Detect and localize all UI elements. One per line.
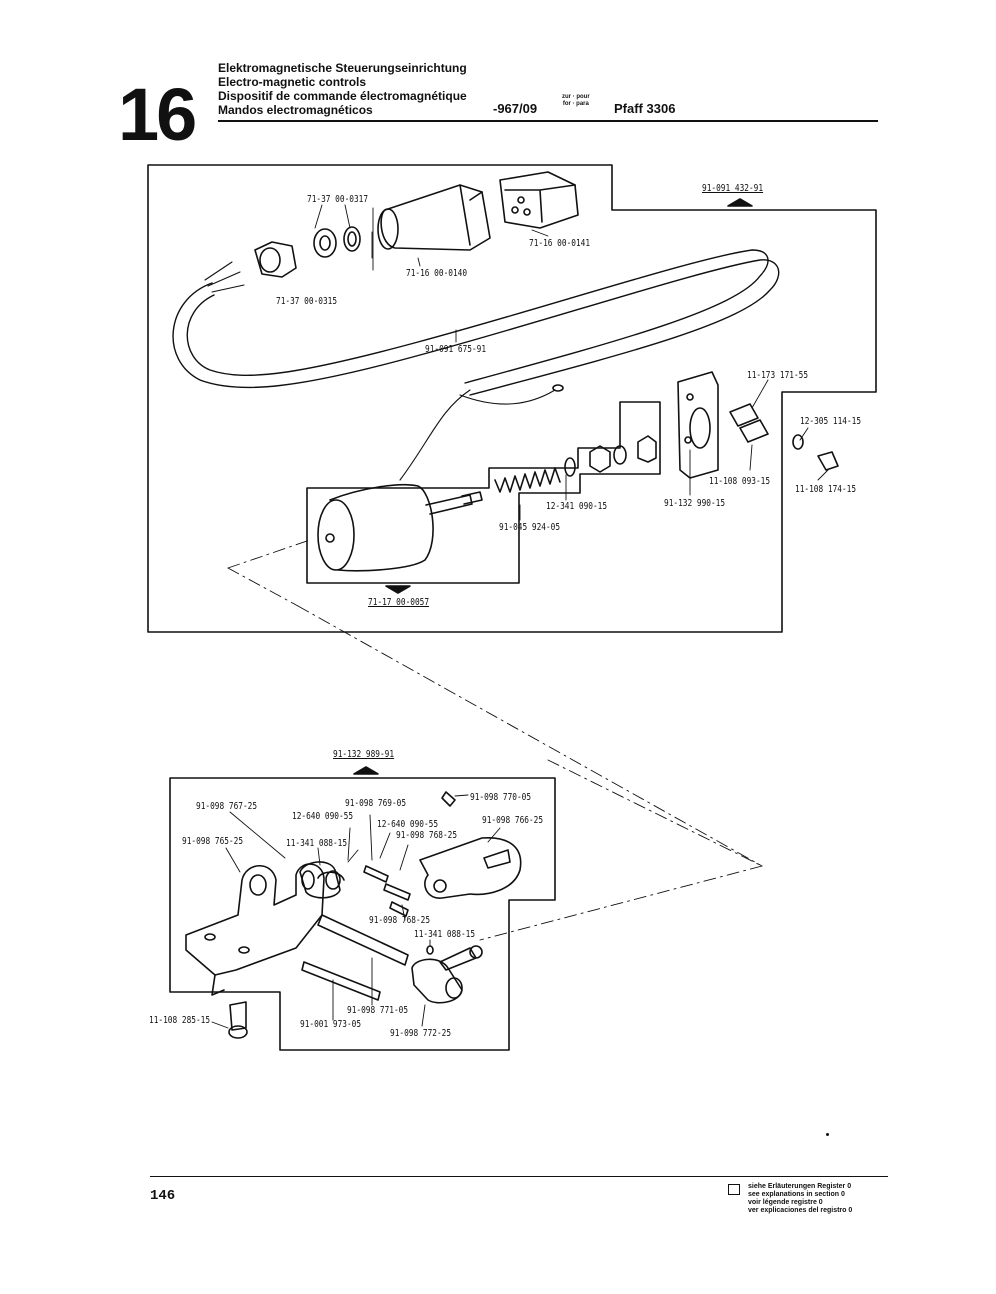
small-screw [441, 791, 456, 807]
machine-name: Pfaff 3306 [614, 101, 676, 116]
grommet [313, 228, 337, 258]
part-washer: 12-305 114-15 [800, 416, 862, 427]
solenoid-lead [399, 389, 471, 481]
part-spring: 91-045 924-05 [499, 522, 561, 533]
title-german: Elektromagnetische Steuerungseinrichtung [218, 61, 467, 75]
marker-solenoid [385, 585, 411, 594]
part-cable-nut: 71-37 00-0315 [276, 296, 338, 307]
legend-french: voir légende registre 0 [748, 1199, 823, 1206]
zur-pour-label: zur · pour for · para [562, 94, 590, 108]
part-lower-2: 91-098 769-05 [345, 798, 407, 809]
cable-wires [204, 261, 245, 293]
model-code: -967/09 [493, 101, 538, 116]
lever-plate [419, 837, 522, 899]
part-plate-screw: 11-108 093-15 [709, 476, 771, 487]
part-plug-housing: 71-16 00-0140 [406, 268, 468, 279]
part-grommet: 71-37 00-0317 [307, 194, 369, 205]
marker-lower-ref [353, 766, 379, 775]
page-number: 146 [150, 1188, 176, 1204]
plug-housing [380, 184, 491, 251]
dash-line-a [227, 539, 311, 569]
legend-spanish: ver explicaciones del registro 0 [748, 1207, 853, 1214]
cable-inner [186, 249, 769, 384]
screw-1 [729, 403, 759, 427]
bushing-2 [317, 871, 345, 881]
part-nut: 12-341 090-15 [546, 501, 608, 512]
part-mounting-plate: 91-132 990-15 [664, 498, 726, 509]
screw-3 [817, 451, 839, 471]
mounting-plate [677, 371, 719, 479]
lower-frame [169, 777, 556, 1051]
part-lower-11: 11-341 088-15 [414, 929, 476, 940]
spring [494, 467, 561, 493]
cable-nut [254, 241, 297, 278]
screw-lower [229, 1001, 247, 1031]
part-lower-12: 11-108 285-15 [149, 1015, 211, 1026]
screw-2 [739, 419, 769, 443]
legend-english: see explanations in section 0 [748, 1191, 845, 1198]
connector [499, 171, 579, 229]
plunger-thread [461, 491, 483, 505]
bracket [185, 863, 325, 976]
ground-eyelet [552, 384, 564, 392]
part-lower-13: 91-098 771-05 [347, 1005, 409, 1016]
part-lower-1: 91-098 767-25 [196, 801, 258, 812]
part-lower-10: 91-098 768-25 [369, 915, 431, 926]
stray-dot [826, 1133, 829, 1136]
section-number: 16 [118, 73, 197, 156]
dash-line-b [227, 567, 299, 607]
assembly-solenoid: 71-17 00-0057 [368, 597, 430, 608]
solenoid-body [329, 483, 434, 572]
dash-line-d [547, 759, 763, 867]
title-spanish: Mandos electromagnéticos [218, 103, 373, 117]
ground-lead [459, 389, 556, 405]
part-lower-8: 11-341 088-15 [286, 838, 348, 849]
ref-upper: 91-091 432-91 [702, 183, 764, 194]
part-connector: 71-16 00-0141 [529, 238, 591, 249]
pin-3 [389, 901, 409, 917]
dash-line-c [297, 605, 763, 867]
dash-line-e [479, 865, 763, 941]
shaft-2 [301, 961, 381, 1001]
assembly-lower: 91-132 989-91 [333, 749, 395, 760]
part-cable: 91-091 675-91 [425, 344, 487, 355]
zur-pour-line: zur · pour [562, 94, 590, 100]
plunger [425, 494, 473, 515]
part-small-screw: 11-108 174-15 [795, 484, 857, 495]
part-screw-upper: 11-173 171-55 [747, 370, 809, 381]
for-para-line: for · para [562, 101, 589, 107]
legend-box-icon [728, 1184, 740, 1195]
legend-german: siehe Erläuterungen Register 0 [748, 1183, 852, 1190]
ring [343, 226, 361, 252]
part-lower-3: 91-098 770-05 [470, 792, 532, 803]
marker-upper-ref [727, 198, 753, 207]
bushing-1 [299, 861, 341, 899]
shaft-1 [317, 914, 409, 966]
footer-rule [150, 1176, 888, 1177]
title-english: Electro-magnetic controls [218, 75, 367, 89]
title-french: Dispositif de commande électromagnétique [218, 89, 467, 103]
part-lower-7: 91-098 765-25 [182, 836, 244, 847]
cable-outer [172, 259, 780, 396]
washer [792, 434, 804, 450]
part-lower-6: 91-098 766-25 [482, 815, 544, 826]
solenoid-frame [306, 401, 661, 584]
part-lower-4: 12-640 090-55 [292, 811, 354, 822]
hex-nut-1 [589, 445, 611, 473]
solenoid-face [317, 499, 355, 571]
part-lower-15: 91-098 772-25 [390, 1028, 452, 1039]
header-rule [218, 120, 878, 122]
part-lower-9: 91-098 768-25 [396, 830, 458, 841]
part-lower-14: 91-001 973-05 [300, 1019, 362, 1030]
part-lower-5: 12-640 090-55 [377, 819, 439, 830]
pin-1 [363, 865, 389, 883]
hex-nut-2 [637, 435, 657, 463]
pin-2 [383, 883, 411, 901]
upper-frame [147, 164, 877, 633]
